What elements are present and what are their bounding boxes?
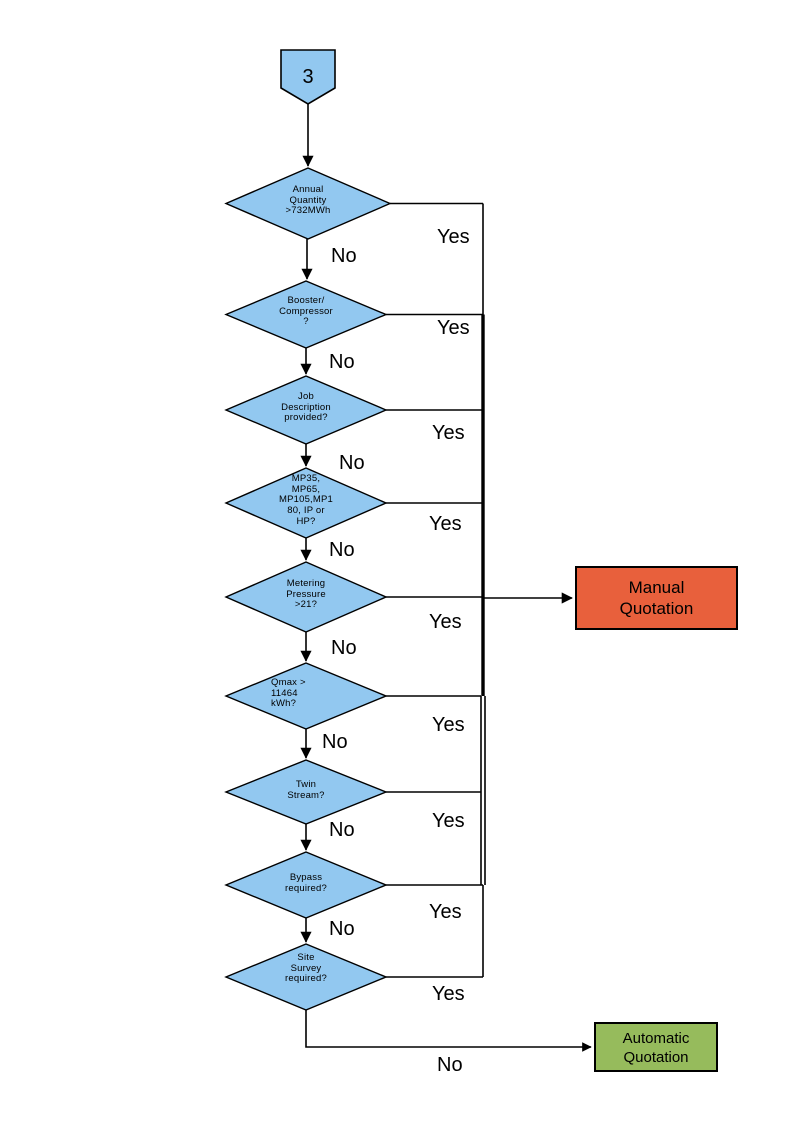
- outcome-automatic-quotation[interactable]: [595, 1023, 717, 1071]
- start-connector[interactable]: [281, 50, 335, 104]
- decision-twin-stream[interactable]: [226, 760, 386, 824]
- decision-mp-type[interactable]: [226, 468, 386, 538]
- decision-annual-quantity-shape[interactable]: [224, 167, 392, 240]
- edge-sitesurvey-no-to-automatic-quotation: [305, 1010, 592, 1052]
- start-connector-shape[interactable]: [280, 49, 336, 105]
- decision-site-survey[interactable]: [226, 944, 386, 1010]
- decision-qmax[interactable]: [226, 663, 386, 729]
- decision-bypass[interactable]: [226, 852, 386, 918]
- decision-metering-pressure[interactable]: [226, 562, 386, 632]
- outcome-automatic-quotation-shape[interactable]: [594, 1022, 718, 1072]
- decision-job-description[interactable]: [226, 376, 386, 444]
- decision-annual-quantity[interactable]: [226, 168, 390, 239]
- outcome-manual-quotation[interactable]: [576, 567, 737, 629]
- outcome-manual-quotation-shape[interactable]: [575, 566, 738, 630]
- decision-booster-compressor[interactable]: [226, 281, 386, 348]
